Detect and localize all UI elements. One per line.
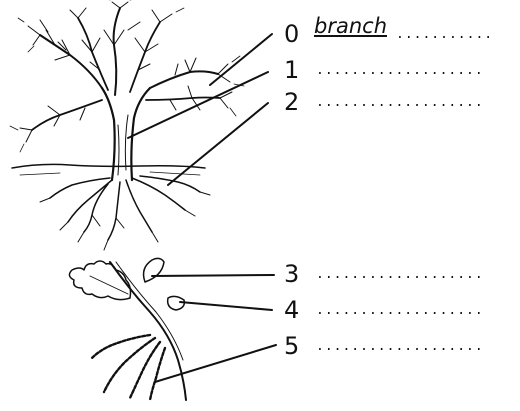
answer-line[interactable]: ................... [316, 302, 484, 318]
answer-line[interactable]: ................... [316, 266, 484, 282]
answer-line[interactable]: ................... [316, 94, 484, 110]
answer-line[interactable]: ................... [316, 62, 484, 78]
leader-line-0 [209, 33, 273, 86]
branch-drawing [68, 257, 187, 402]
label-row-3: 3 ................... [284, 260, 484, 288]
label-row-1: 1 ................... [284, 56, 484, 84]
answer-line[interactable]: ........... [396, 26, 494, 42]
label-number: 5 [284, 332, 300, 360]
leader-line-3 [151, 274, 275, 277]
label-row-0: 0 ........... [284, 20, 493, 48]
leader-line-5 [154, 344, 277, 383]
label-number: 4 [284, 296, 300, 324]
label-number: 1 [284, 56, 300, 84]
leader-line-1 [127, 71, 269, 139]
label-row-5: 5 ................... [284, 332, 484, 360]
leader-lines [127, 33, 277, 383]
leader-line-2 [167, 102, 269, 186]
answer-line[interactable]: ................... [316, 338, 484, 354]
answer-text-0: branch [314, 14, 387, 38]
leader-line-4 [179, 301, 273, 311]
label-number: 3 [284, 260, 300, 288]
label-number: 2 [284, 88, 300, 116]
label-row-2: 2 ................... [284, 88, 484, 116]
label-row-4: 4 ................... [284, 296, 484, 324]
tree-drawing [9, 0, 245, 251]
label-number: 0 [284, 20, 300, 48]
